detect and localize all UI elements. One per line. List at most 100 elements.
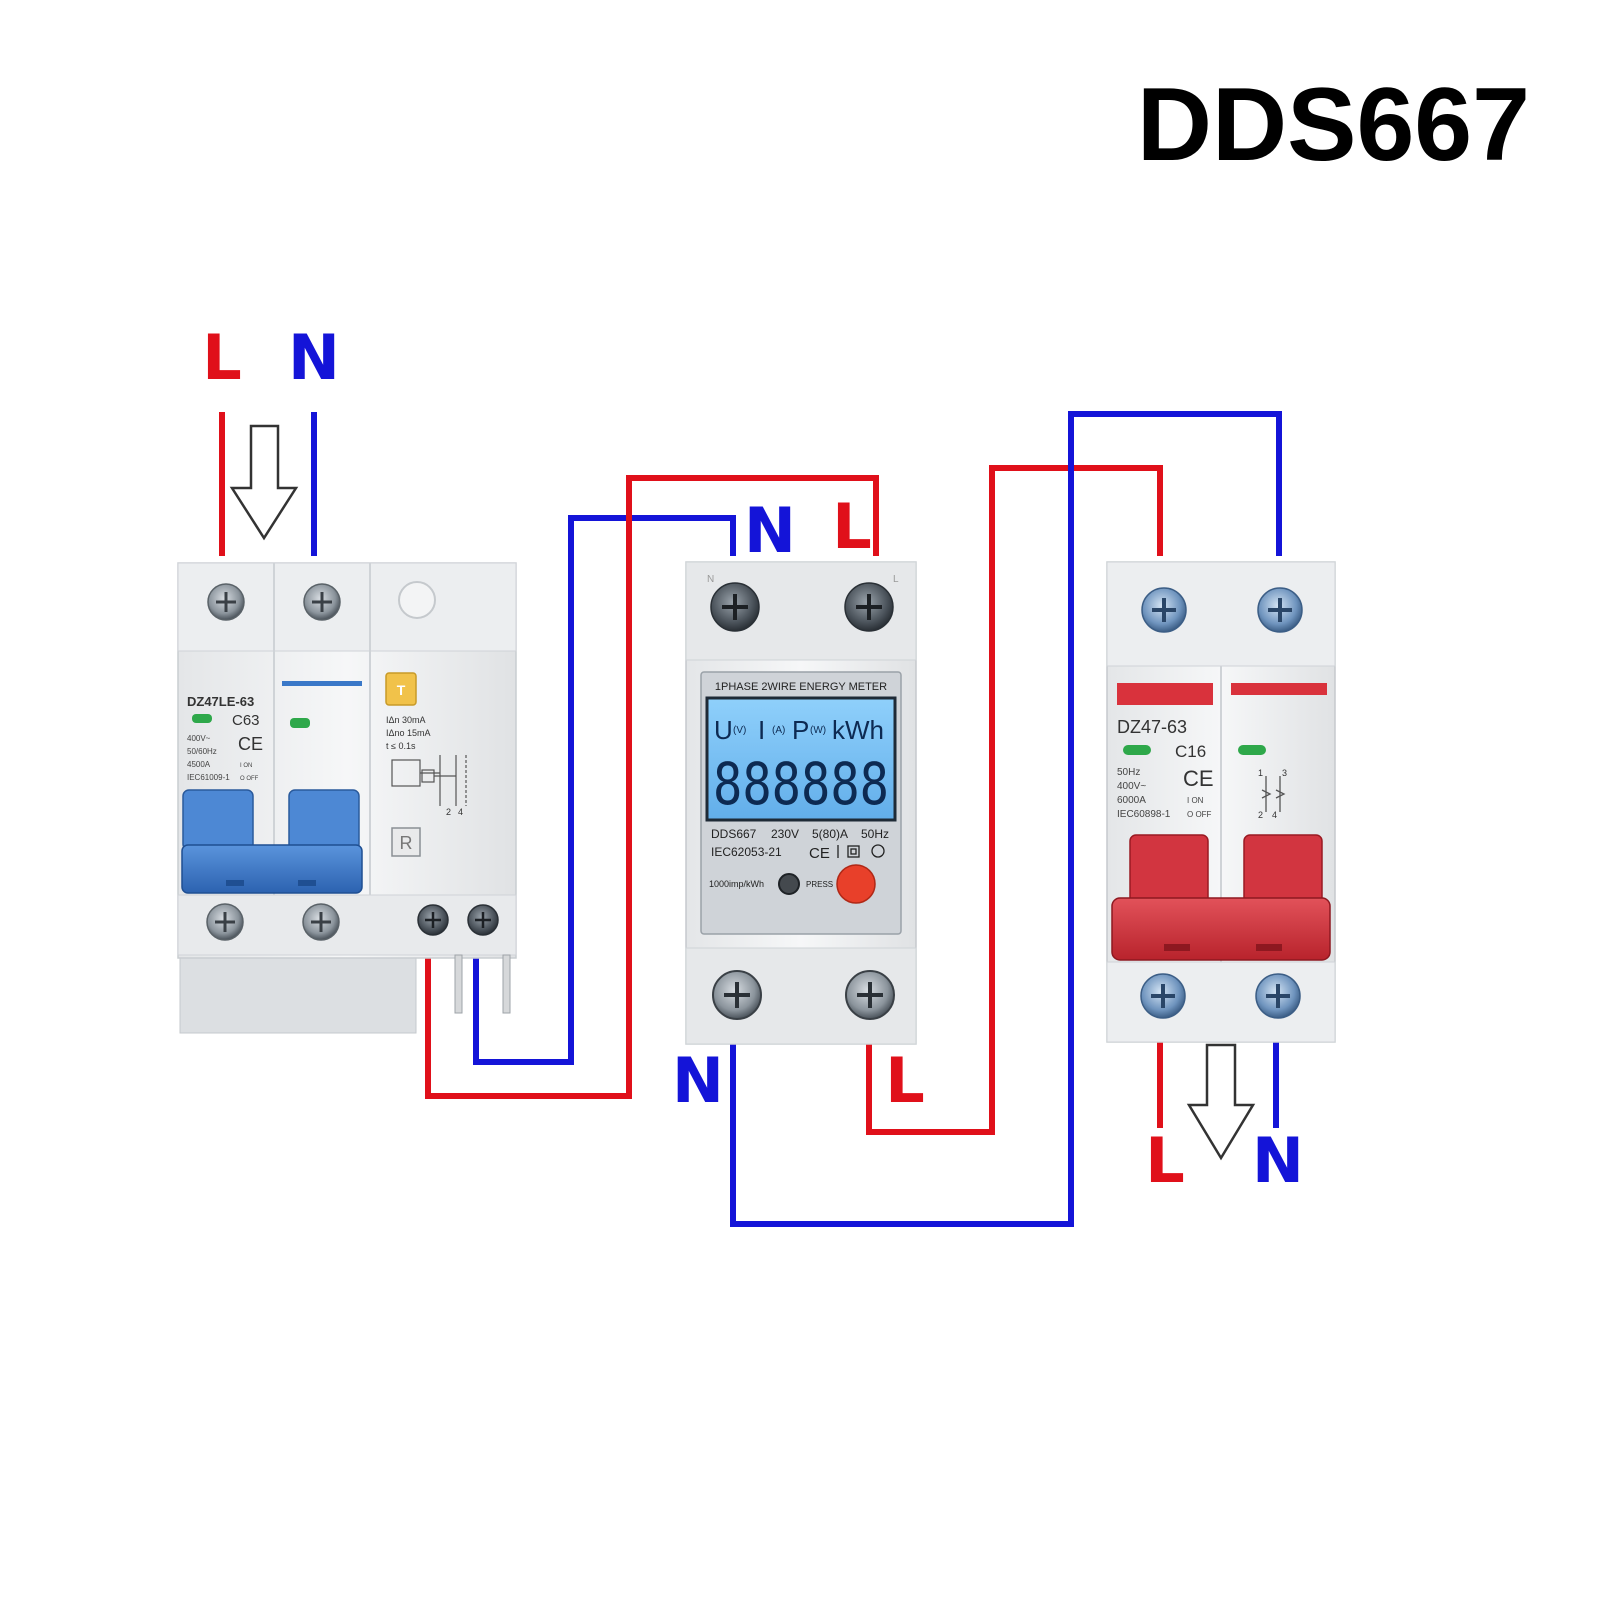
label-meter-in-n: N <box>744 494 796 567</box>
rcbo-reset-box <box>391 827 421 857</box>
lcd-unit-p: P <box>792 715 809 745</box>
rcbo-model: DZ47LE-63 <box>187 694 254 709</box>
meter-ce: CE <box>809 845 830 862</box>
meter-pulse-led <box>778 873 800 895</box>
rcbo-idn: IΔn 30mA <box>386 715 426 725</box>
rcbo-indicator-green <box>192 714 212 723</box>
meter-pulse: 1000imp/kWh <box>709 879 764 889</box>
wire-meter-neutral-to-mcb <box>730 411 1282 1227</box>
rcbo-standard: IEC61009-1 <box>187 773 230 782</box>
meter-model: DDS667 <box>711 827 757 841</box>
rcbo-term4: 4 <box>458 807 463 817</box>
mcb-handle[interactable] <box>1111 834 1331 961</box>
rcbo-test-label: T <box>397 682 406 698</box>
rcbo-screw-top-1 <box>207 583 245 621</box>
label-meter-out-n: N <box>672 1044 724 1117</box>
flow-arrow-out <box>1186 1043 1256 1161</box>
meter-voltage: 230V <box>771 827 799 841</box>
wires <box>219 411 1282 1227</box>
mcb-ce: CE <box>1183 766 1214 791</box>
wire-labels: L N N L N L L N <box>202 321 1304 1197</box>
rcbo-spec2: 50/60Hz <box>187 747 217 756</box>
label-input-n: N <box>288 321 340 394</box>
rcbo-test-button[interactable] <box>385 672 417 706</box>
lcd-unit-v: (V) <box>733 725 746 736</box>
mcb-screw-top-2 <box>1257 587 1303 633</box>
rcbo-blue-stripe <box>282 681 362 686</box>
rcbo-term2: 2 <box>446 807 451 817</box>
wire-rcbo-live-to-meter <box>425 475 879 1099</box>
meter-lcd <box>705 696 897 822</box>
rcbo-screw-bottom-4 <box>467 904 499 936</box>
meter-freq: 50Hz <box>861 827 889 841</box>
mcb-off: O OFF <box>1187 810 1212 819</box>
meter-lcd-units: U (V) I (A) P (W) kWh <box>714 715 884 745</box>
wire-meter-live-to-mcb <box>866 465 1163 1135</box>
meter-lcd-digits: 888888 <box>713 750 889 818</box>
meter-top-l: L <box>893 574 899 585</box>
rcbo-base <box>179 954 417 1034</box>
rcbo-screw-bottom-2 <box>302 903 340 941</box>
rcbo-handle[interactable] <box>181 789 363 894</box>
label-meter-in-l: L <box>832 490 872 563</box>
meter-top-n: N <box>707 574 714 585</box>
label-output-n: N <box>1252 1124 1304 1197</box>
meter-screw-bottom-n <box>712 970 762 1020</box>
mcb-red-stripe-1 <box>1117 683 1213 705</box>
rcbo-reset-label: R <box>400 833 413 853</box>
rcbo-screw-bottom-1 <box>206 903 244 941</box>
rcbo-schematic-icon <box>391 755 467 806</box>
mcb-t2: 2 <box>1258 810 1263 820</box>
arrow-down-icon <box>229 424 299 541</box>
meter-press-button[interactable] <box>836 864 876 904</box>
label-meter-out-l: L <box>885 1044 925 1117</box>
rcbo-idno: IΔno 15mA <box>386 728 431 738</box>
mcb-t1: 1 <box>1258 768 1263 778</box>
meter-cert-icons <box>837 844 885 858</box>
rcbo-on: I ON <box>240 763 252 769</box>
mcb-spec3: 6000A <box>1117 795 1146 806</box>
energy-meter-device: N L 1PHASE 2WIRE ENERGY METER U (V) I (A… <box>685 561 917 1045</box>
mcb-standard: IEC60898-1 <box>1117 809 1171 820</box>
meter-press-label: PRESS <box>806 880 833 889</box>
flow-arrow-in <box>229 424 299 541</box>
rcbo-spec1: 400V~ <box>187 734 211 743</box>
mcb-on: I ON <box>1187 796 1204 805</box>
rcbo-pin-1 <box>454 954 463 1014</box>
diagram-title: DDS667 <box>1137 67 1530 183</box>
mcb-spec1: 50Hz <box>1117 767 1140 778</box>
mcb-screw-bottom-1 <box>1140 973 1186 1019</box>
mcb-red-stripe-2 <box>1231 683 1327 695</box>
rcbo-indicator-green-2 <box>290 718 310 728</box>
mcb-screw-bottom-2 <box>1255 973 1301 1019</box>
rcbo-ce: CE <box>238 734 263 754</box>
mcb-t3: 3 <box>1282 768 1287 778</box>
mcb-t4: 4 <box>1272 810 1277 820</box>
mcb-screw-top-1 <box>1141 587 1187 633</box>
mcb-curve: C16 <box>1175 742 1206 761</box>
rcbo-device: DZ47LE-63 C63 400V~ CE 50/60Hz 4500A I O… <box>177 562 517 1034</box>
mcb-model: DZ47-63 <box>1117 717 1187 737</box>
rcbo-screw-bottom-3 <box>417 904 449 936</box>
meter-header: 1PHASE 2WIRE ENERGY METER <box>715 681 887 693</box>
mcb-indicator-green <box>1123 745 1151 755</box>
rcbo-off: O OFF <box>240 776 259 782</box>
rcbo-curve: C63 <box>232 712 260 729</box>
lcd-unit-a: (A) <box>772 725 785 736</box>
meter-screw-top-l <box>844 582 894 632</box>
rcbo-pin-2 <box>502 954 511 1014</box>
lcd-unit-i: I <box>758 715 765 745</box>
lcd-unit-w: (W) <box>810 725 826 736</box>
wire-rcbo-neutral-to-meter <box>473 515 736 1065</box>
label-input-l: L <box>202 321 242 394</box>
meter-screw-bottom-l <box>845 970 895 1020</box>
mcb-schematic-icon <box>1261 776 1286 812</box>
rcbo-indicator-window <box>398 581 436 619</box>
mcb-spec2: 400V~ <box>1117 781 1146 792</box>
meter-standard: IEC62053-21 <box>711 845 782 859</box>
label-output-l: L <box>1145 1124 1185 1197</box>
mcb-device: DZ47-63 C16 50Hz CE 400V~ 6000A I ON IEC… <box>1106 561 1336 1043</box>
meter-screw-top-n <box>710 582 760 632</box>
lcd-unit-kwh: kWh <box>832 715 884 745</box>
